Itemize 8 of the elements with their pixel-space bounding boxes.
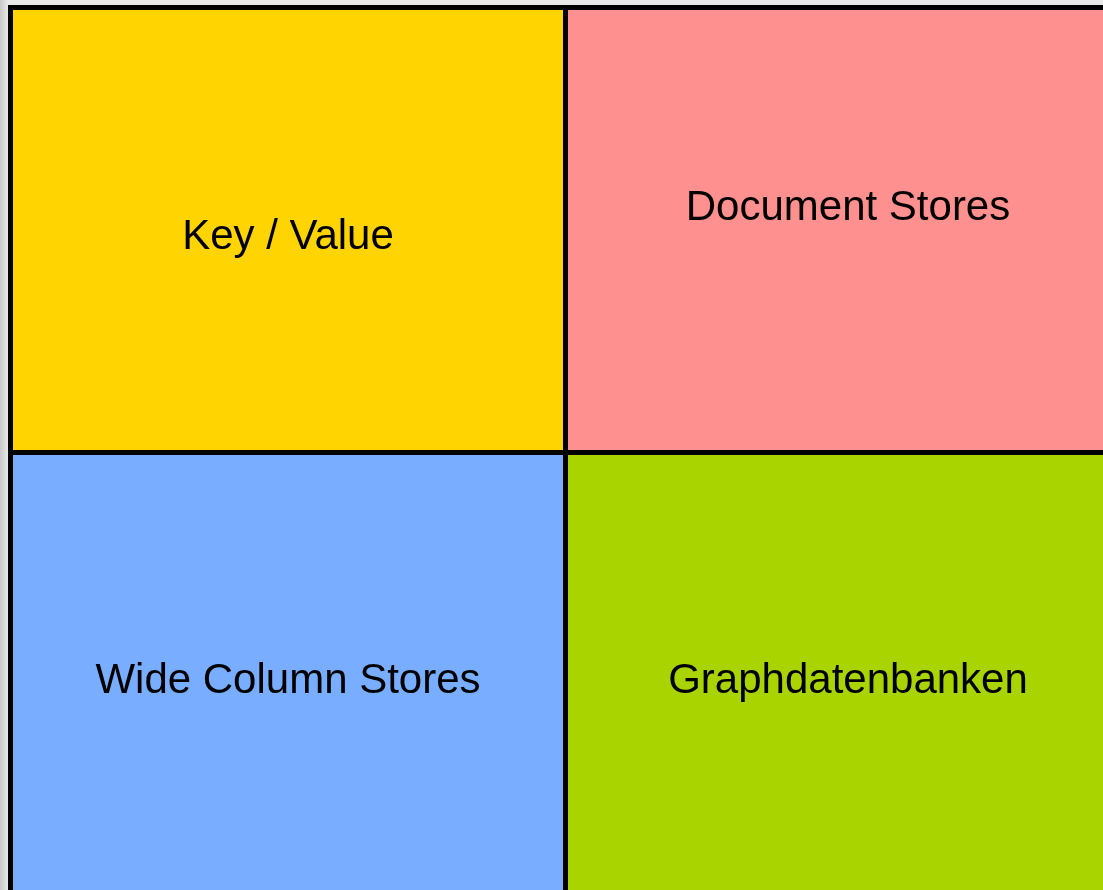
- quadrant-label: Graphdatenbanken: [667, 658, 1029, 700]
- quadrant-label: Key / Value: [181, 214, 395, 256]
- quadrant-box: [568, 455, 1103, 890]
- quadrant-box: [13, 10, 563, 450]
- quadrant-label: Wide Column Stores: [94, 658, 482, 700]
- quadrant-label: Document Stores: [684, 185, 1012, 227]
- quadrant-box: [568, 10, 1103, 450]
- quadrant-box: [13, 455, 563, 890]
